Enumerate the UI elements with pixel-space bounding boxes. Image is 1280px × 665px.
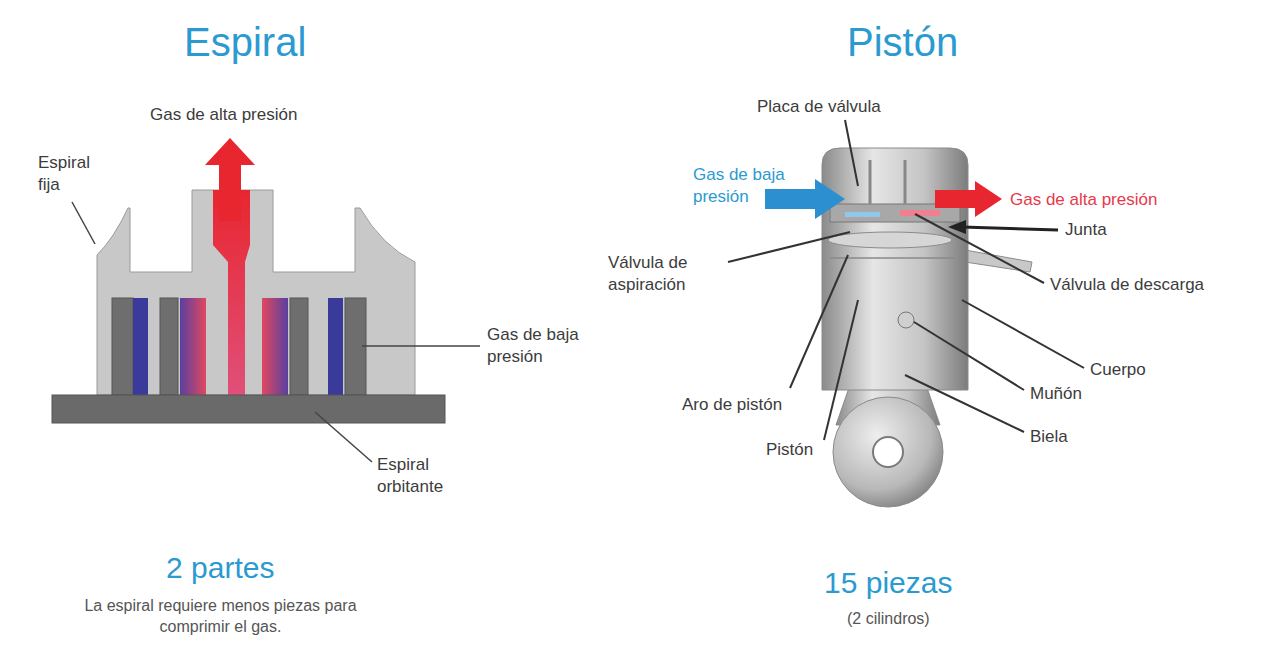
crank-eye (833, 397, 943, 507)
suction-valve (845, 212, 880, 217)
piston-ring (830, 257, 955, 259)
caption-note: La espiral requiere menos piezas para co… (83, 596, 358, 638)
fixed-scroll (97, 190, 415, 395)
valve-post (904, 160, 907, 204)
orbiting-base (52, 395, 445, 423)
part-count: 2 partes (166, 548, 274, 587)
high-pressure-arrow (205, 138, 255, 165)
mixed-gas (262, 298, 288, 395)
section-title: Espiral (184, 16, 306, 68)
low-pressure-gas (133, 298, 148, 395)
valve-post (869, 160, 872, 204)
leader-line (962, 300, 1084, 368)
gasket-tab (965, 250, 1032, 272)
part-label: Gas de alta presión (150, 104, 297, 126)
mixed-gas (180, 298, 206, 395)
part-label: Aro de pistón (682, 394, 782, 416)
leader-line (915, 214, 1044, 283)
part-label: Pistón (766, 439, 813, 461)
discharge-arrow (935, 190, 977, 208)
orbiting-fin (160, 298, 178, 395)
discharge-arrow (975, 181, 1002, 217)
part-count: 15 piezas (824, 563, 952, 602)
orbiting-fin (112, 298, 133, 395)
section-title: Pistón (847, 16, 958, 68)
caption-note: (2 cilindros) (847, 609, 930, 630)
part-label: Muñón (1030, 383, 1082, 405)
leader-line (728, 232, 850, 262)
leader-line (824, 300, 858, 440)
orbiting-fin (290, 298, 308, 395)
part-label: Válvula de descarga (1050, 274, 1204, 296)
wrist-pin (898, 312, 914, 328)
part-label: Gas de baja presión (487, 324, 599, 368)
part-label: Espiral fija (38, 152, 110, 196)
leader-line (905, 375, 1024, 432)
discharge-valve (900, 210, 940, 216)
cylinder-body (822, 148, 968, 390)
piston-top (828, 232, 952, 248)
gasket-pointer (962, 227, 1058, 230)
crank-hole (873, 437, 903, 467)
flow-label: Gas de baja presión (693, 164, 805, 208)
leader-line (914, 322, 1024, 390)
part-label: Biela (1030, 426, 1068, 448)
high-pressure-arrow (219, 163, 241, 221)
part-label: Cuerpo (1090, 359, 1146, 381)
flow-label: Gas de alta presión (1010, 189, 1157, 211)
leader-line (315, 412, 372, 462)
leader-line (362, 345, 480, 347)
scroll-drawing (52, 138, 480, 462)
low-pressure-gas (328, 298, 343, 395)
leader-line (72, 202, 95, 244)
part-label: Junta (1065, 219, 1107, 241)
gasket-pointer-head (948, 220, 966, 234)
leader-line (845, 120, 858, 186)
leader-line (790, 255, 848, 388)
suction-arrow (815, 179, 845, 219)
part-label: Placa de válvula (757, 96, 881, 118)
part-label: Espiral orbitante (377, 454, 465, 498)
part-label: Válvula de aspiración (608, 252, 723, 296)
suction-arrow (765, 189, 817, 209)
